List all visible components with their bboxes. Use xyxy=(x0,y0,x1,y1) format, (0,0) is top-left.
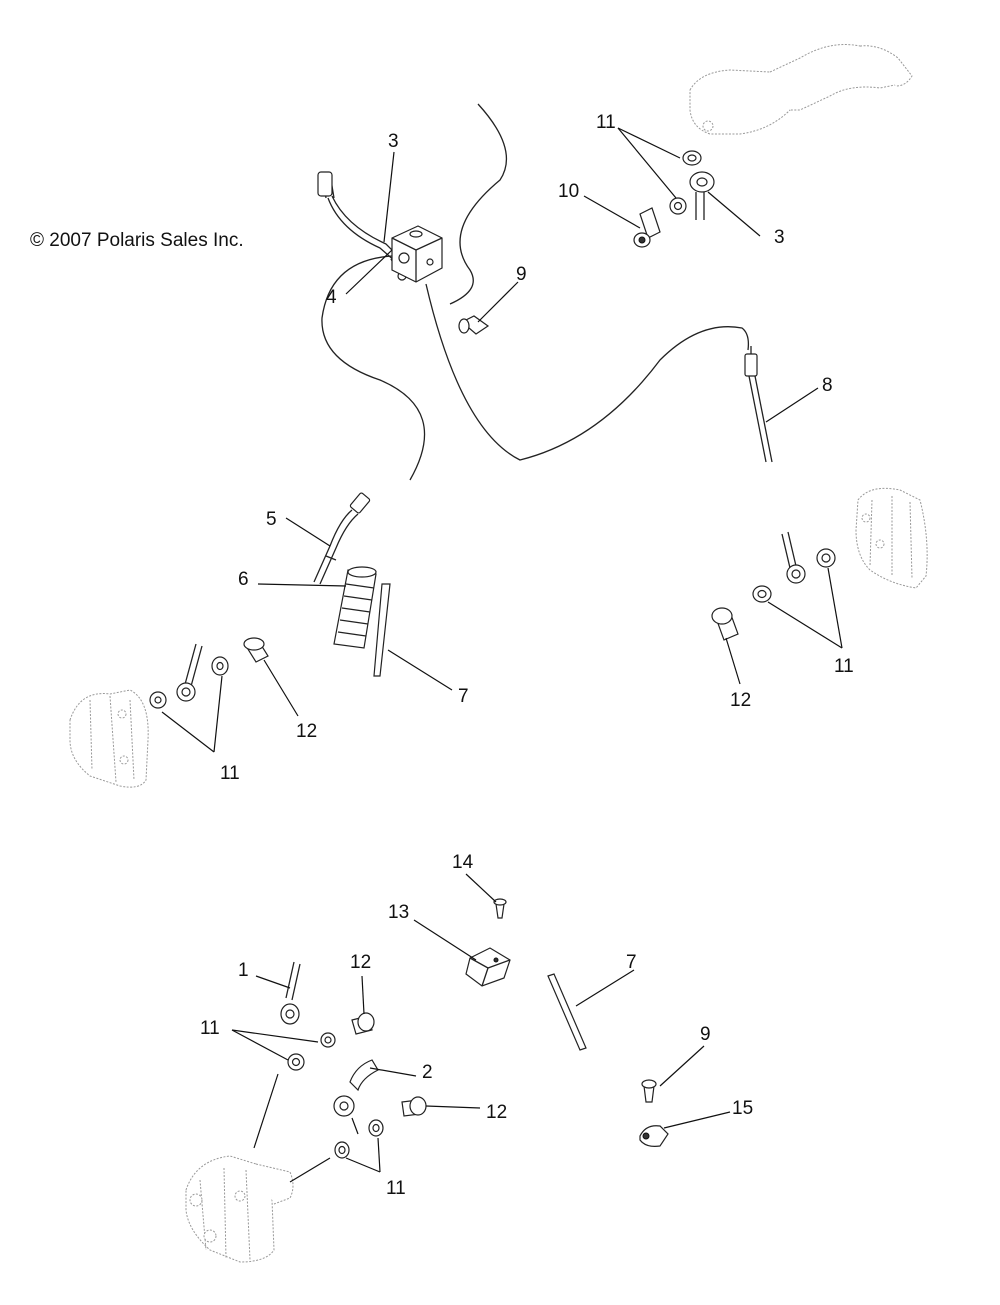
brake-line-1 xyxy=(280,961,301,1025)
banjo-fitting-right-upper xyxy=(781,531,806,584)
screw-14 xyxy=(493,898,507,919)
washer-11-upper-a xyxy=(669,197,687,215)
washer-11-upper-b xyxy=(682,150,702,166)
callout-7: 7 xyxy=(458,686,469,707)
clip-15 xyxy=(639,1125,669,1147)
bolt-12-left-upper xyxy=(243,637,269,663)
callout-11: 11 xyxy=(596,112,616,133)
pin-7-lower xyxy=(547,973,587,1051)
copyright-text: © 2007 Polaris Sales Inc. xyxy=(30,230,244,251)
screw-9-lower xyxy=(641,1079,657,1103)
washer-11-right-a xyxy=(816,548,836,568)
callout-12: 12 xyxy=(486,1102,507,1123)
callout-11: 11 xyxy=(220,763,240,784)
washer-11-lower-d xyxy=(334,1141,350,1159)
washer-11-lower-a xyxy=(320,1032,336,1048)
callout-9: 9 xyxy=(700,1024,711,1045)
bolt-12-lower-a xyxy=(351,1012,375,1035)
hose-upper-curve xyxy=(449,103,508,305)
hose-left-curve xyxy=(321,255,426,481)
master-cylinder xyxy=(689,44,913,135)
callout-labels: 3 4 9 11 10 3 8 5 6 7 12 11 11 12 14 13 … xyxy=(200,112,854,1199)
callout-10: 10 xyxy=(558,181,579,202)
washer-11-left-a xyxy=(149,691,167,709)
leader-lines xyxy=(161,127,843,1183)
callout-3: 3 xyxy=(388,131,399,152)
callout-11: 11 xyxy=(200,1018,220,1039)
bolt-12-lower-b xyxy=(401,1096,427,1117)
callout-5: 5 xyxy=(266,509,277,530)
hose-right-curve xyxy=(425,283,750,461)
washer-11-left-b xyxy=(211,656,229,676)
callout-12: 12 xyxy=(296,721,317,742)
callout-15: 15 xyxy=(732,1098,753,1119)
washer-11-lower-c xyxy=(368,1119,384,1137)
callout-9: 9 xyxy=(516,264,527,285)
spring-6 xyxy=(333,566,377,649)
pin-7-upper xyxy=(373,583,391,677)
caliper-right-upper xyxy=(855,487,928,589)
banjo-fitting-3-upper xyxy=(689,171,715,220)
callout-12: 12 xyxy=(350,952,371,973)
washer-11-right-b xyxy=(752,585,772,603)
brake-line-8 xyxy=(744,346,773,463)
callout-11: 11 xyxy=(386,1178,406,1199)
caliper-lower xyxy=(185,1155,294,1263)
callout-14: 14 xyxy=(452,852,474,873)
washer-11-lower-b xyxy=(287,1053,305,1071)
bracket-13 xyxy=(465,947,511,987)
callout-12: 12 xyxy=(730,690,751,711)
callout-13: 13 xyxy=(388,902,409,923)
callout-6: 6 xyxy=(238,569,249,590)
brake-line-2 xyxy=(333,1059,379,1117)
callout-4: 4 xyxy=(326,287,337,308)
callout-3: 3 xyxy=(774,227,785,248)
callout-2: 2 xyxy=(422,1062,433,1083)
bolt-9-upper xyxy=(458,315,490,335)
callout-8: 8 xyxy=(822,375,833,396)
callout-11: 11 xyxy=(834,656,854,677)
distribution-block xyxy=(391,225,443,283)
banjo-bolt-10 xyxy=(633,207,661,248)
callout-7: 7 xyxy=(626,952,637,973)
banjo-fitting-left-upper xyxy=(176,643,203,702)
bolt-12-right-upper xyxy=(711,607,739,641)
callout-1: 1 xyxy=(238,960,249,981)
caliper-left-upper xyxy=(69,689,149,788)
